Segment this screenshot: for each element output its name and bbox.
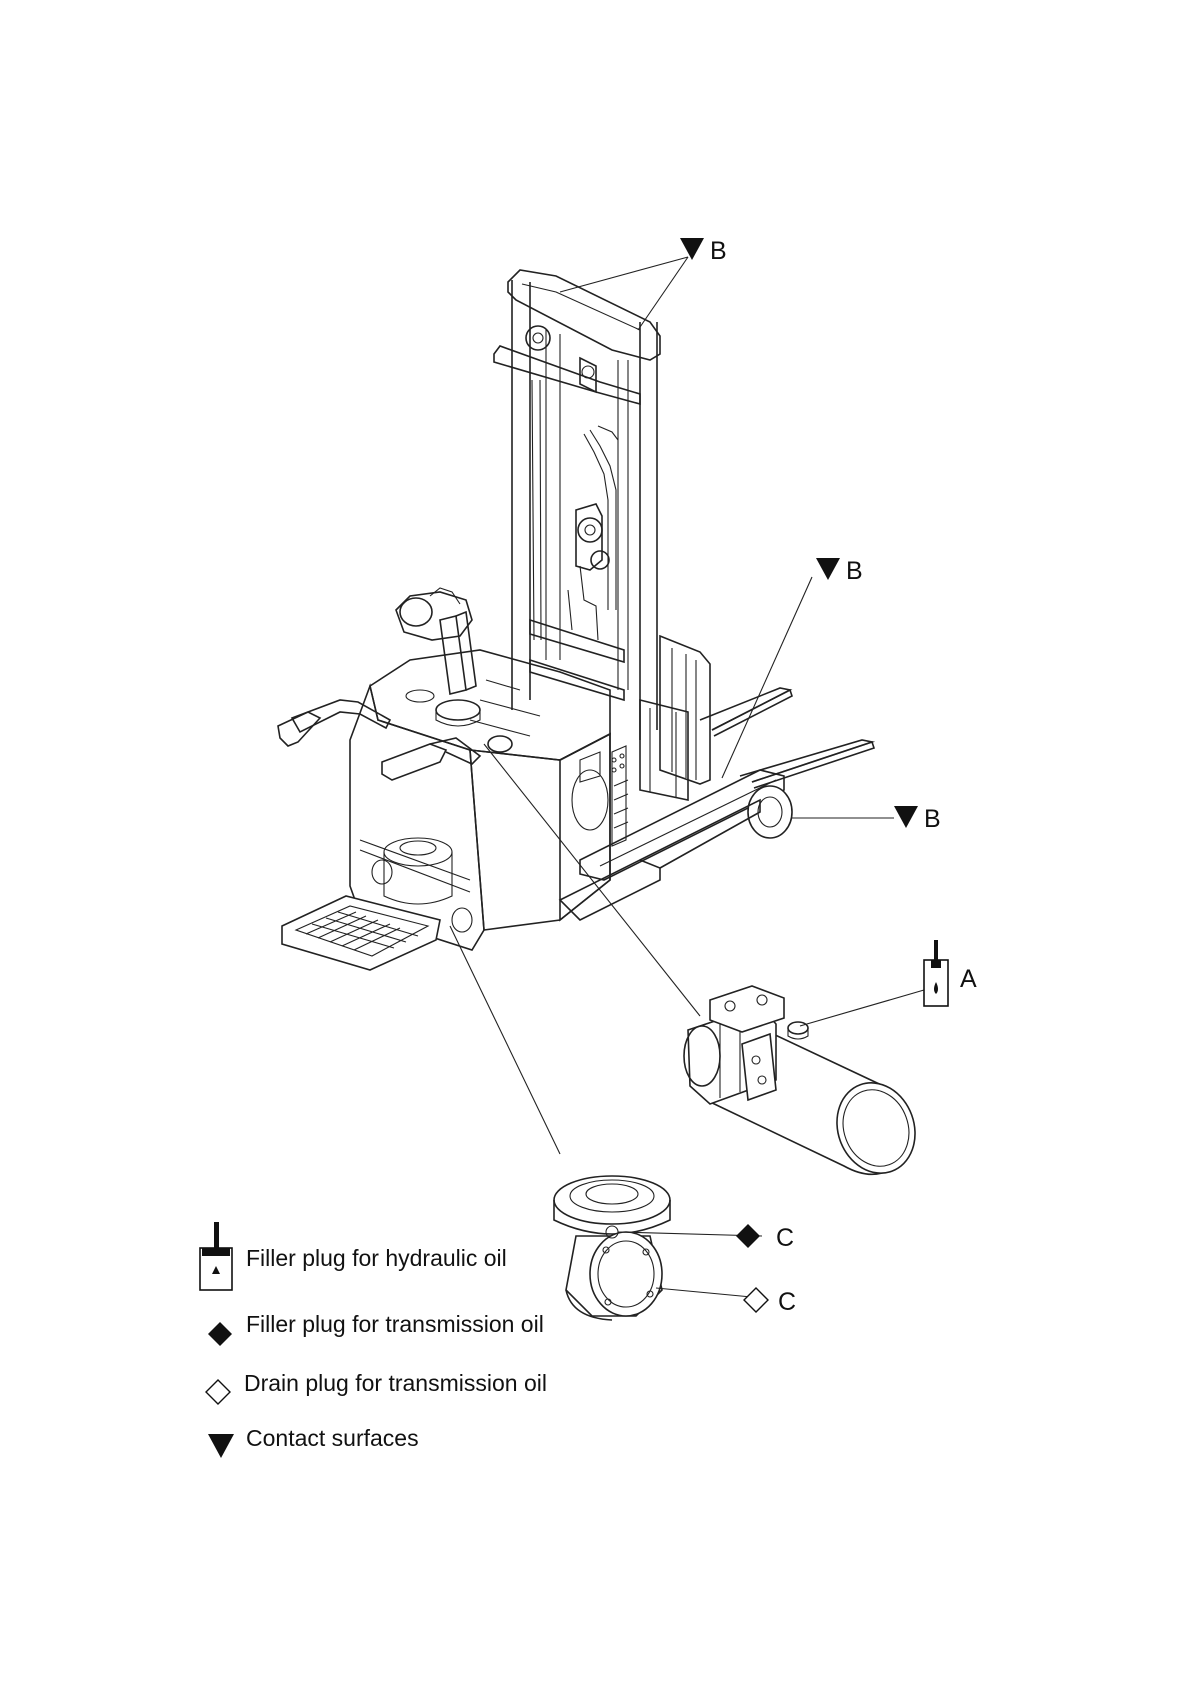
callout-c-filler: C [736, 1224, 794, 1252]
hollow-diamond-icon [206, 1380, 230, 1404]
callout-label: B [846, 557, 863, 585]
filled-triangle-down-icon [816, 558, 840, 580]
hollow-diamond-icon [744, 1288, 768, 1312]
legend: Filler plug for hydraulic oil Filler plu… [200, 1222, 547, 1458]
callout-b-low: B [894, 805, 941, 833]
callout-b-mid: B [816, 557, 863, 585]
filled-triangle-down-icon [208, 1434, 234, 1458]
filler-plug-hydraulic-icon [200, 1222, 232, 1290]
drive-unit [554, 1176, 670, 1320]
callout-label: C [776, 1224, 794, 1252]
legend-item-transmission-drain: Drain plug for transmission oil [206, 1370, 547, 1404]
filler-plug-hydraulic-icon [924, 940, 948, 1006]
filled-triangle-down-icon [680, 238, 704, 260]
callout-label: A [960, 965, 977, 993]
callout-label: C [778, 1288, 796, 1316]
filled-diamond-icon [736, 1224, 760, 1248]
filled-diamond-icon [208, 1322, 232, 1346]
callout-label: B [924, 805, 941, 833]
callout-a: A [924, 940, 977, 1006]
legend-label: Drain plug for transmission oil [244, 1370, 547, 1396]
hydraulic-power-unit [684, 986, 927, 1184]
truck-body [282, 650, 760, 970]
legend-item-hydraulic-filler: Filler plug for hydraulic oil [200, 1222, 507, 1290]
forks [580, 688, 874, 880]
legend-label: Filler plug for transmission oil [246, 1311, 544, 1337]
mast-assembly [494, 270, 710, 800]
legend-label: Contact surfaces [246, 1425, 419, 1451]
tiller-and-handles [278, 588, 540, 780]
callout-label: B [710, 237, 727, 265]
legend-item-contact-surfaces: Contact surfaces [208, 1425, 419, 1458]
callout-c-drain: C [744, 1288, 796, 1316]
callout-b-top: B [680, 237, 727, 265]
legend-label: Filler plug for hydraulic oil [246, 1245, 507, 1271]
filled-triangle-down-icon [894, 806, 918, 828]
legend-item-transmission-filler: Filler plug for transmission oil [208, 1311, 544, 1346]
